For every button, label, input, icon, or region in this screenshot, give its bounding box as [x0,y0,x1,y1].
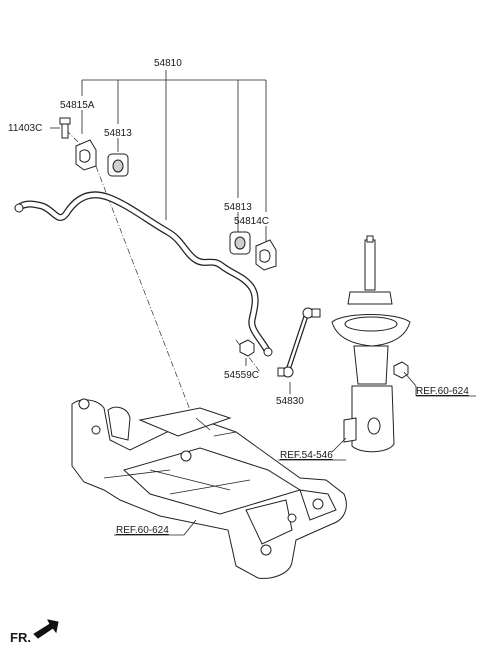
bolt-11403c[interactable] [59,117,71,139]
bracket-54815a[interactable] [75,139,97,171]
label-54810: 54810 [154,58,182,69]
bracket-54814c[interactable] [255,239,277,271]
label-54813-right: 54813 [224,202,252,213]
label-ref-60-624-strut[interactable]: REF.60-624 [416,386,469,397]
stabilizer-bar[interactable] [14,191,273,357]
label-54813-left: 54813 [104,128,132,139]
label-54830: 54830 [276,396,304,407]
callout-lines-54810 [50,70,291,394]
bushing-54813-right[interactable] [229,231,251,255]
front-direction-marker: FR. [10,619,59,645]
strut-assembly[interactable] [331,235,411,453]
label-54559c: 54559C [224,370,259,381]
label-11403c: 11403C [8,123,42,134]
label-54815a: 54815A [60,100,95,111]
nut-54559c[interactable] [239,339,255,357]
subframe[interactable] [71,398,347,579]
part-labels: 54810 54815A 11403C 54813 54813 54814C 5… [8,58,469,536]
label-54814c: 54814C [234,216,269,227]
arrow-icon [33,619,59,639]
label-ref-54-546[interactable]: REF.54-546 [280,450,333,461]
reference-leaders [114,371,476,536]
bushing-54813-left[interactable] [107,153,129,177]
label-ref-60-624-subframe[interactable]: REF.60-624 [116,525,169,536]
stabilizer-link-54830[interactable] [277,307,321,378]
label-fr: FR. [10,630,31,645]
